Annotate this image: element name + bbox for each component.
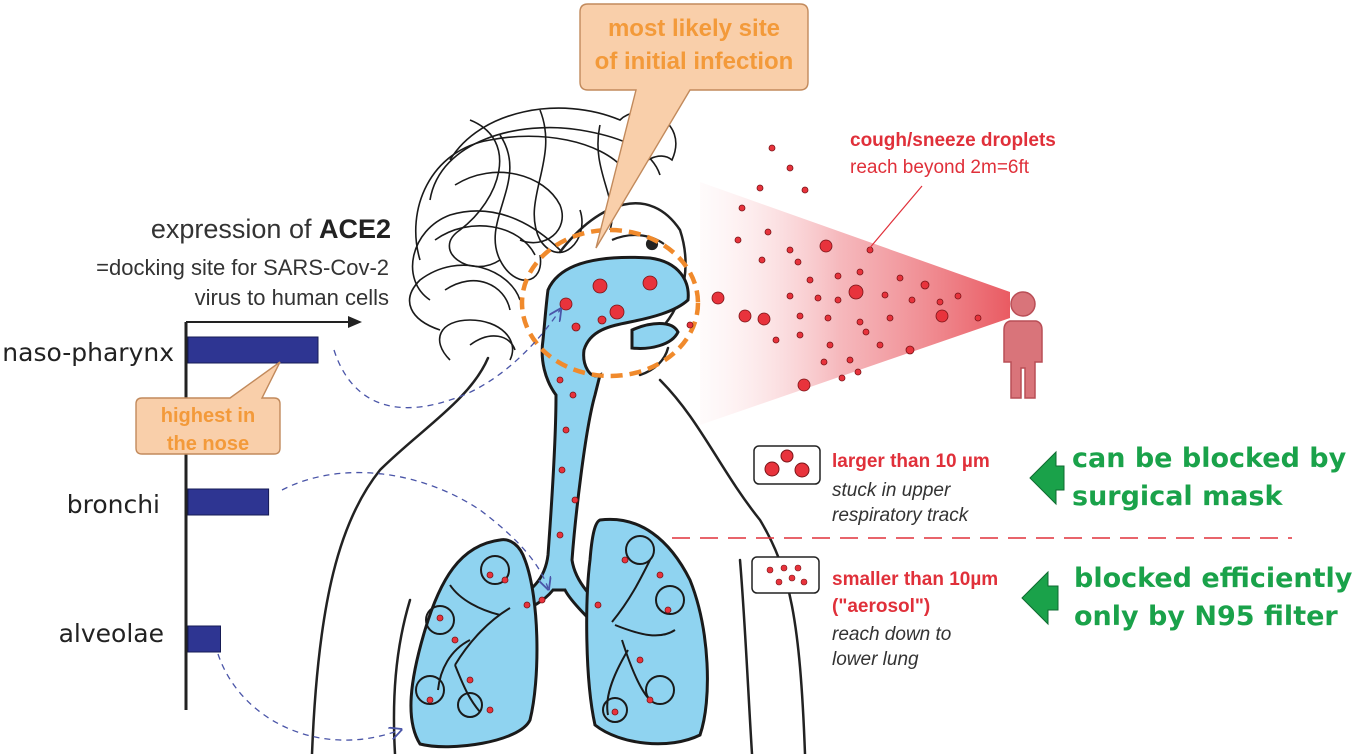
bar-naso-pharynx [187, 336, 319, 364]
ace2-heading: expression of ACE2 [151, 214, 391, 245]
hair-scribble [408, 107, 677, 361]
ace2-subtitle-1: =docking site for SARS-Cov-2 [96, 255, 389, 280]
bronchi-branches [415, 535, 685, 723]
surgical-mask-note: can be blocked by surgical mask [1072, 440, 1346, 516]
nose-callout-text: highest in the nose [136, 402, 280, 458]
chart-connectors [217, 310, 560, 741]
ace2-heading-bold: ACE2 [318, 214, 391, 244]
small-droplet-title-2: ("aerosol") [832, 596, 931, 617]
body-outline [310, 202, 807, 754]
small-droplet-desc: reach down to lower lung [832, 622, 951, 672]
droplet-spray-cone [700, 182, 1010, 425]
small-droplet-title: smaller than 10µm ("aerosol") [832, 566, 998, 620]
droplets [426, 144, 982, 716]
droplet-leader-line [867, 185, 923, 251]
bar-bronchi [187, 488, 270, 516]
infection-site-callout-text: most likely site of initial infection [580, 12, 808, 78]
diagram-illustration [135, 3, 1292, 754]
infection-site-line-1: most likely site [607, 15, 781, 42]
infection-site-ring [519, 227, 701, 379]
infection-site-line-2: of initial infection [594, 48, 794, 75]
label-naso-pharynx: naso-pharynx [2, 338, 174, 367]
chart-axis-arrow [348, 316, 362, 328]
diagram-canvas: expression of ACE2 =docking site for SAR… [2, 3, 1352, 754]
small-droplet-title-1: smaller than 10µm [832, 569, 999, 590]
large-droplet-desc-1: stuck in upper [832, 480, 951, 501]
small-droplet-desc-2: lower lung [832, 649, 919, 670]
n95-line-2: only by N95 filter [1074, 601, 1338, 632]
ace2-chart [184, 316, 362, 710]
label-bronchi: bronchi [66, 490, 160, 519]
small-droplet-box [751, 556, 820, 594]
small-droplet-desc-1: reach down to [832, 624, 952, 645]
n95-line-1: blocked efficiently [1074, 563, 1352, 594]
droplets-title: cough/sneeze droplets [850, 130, 1056, 151]
large-droplet-desc: stuck in upper respiratory track [832, 478, 968, 528]
nose-callout [135, 361, 281, 455]
ace2-subtitle-2: virus to human cells [194, 285, 389, 310]
surgical-mask-line-2: surgical mask [1072, 481, 1283, 512]
n95-arrow-icon [1021, 570, 1059, 626]
nose-callout-line-2: the nose [166, 433, 250, 455]
large-droplet-box [753, 445, 821, 485]
n95-note: blocked efficiently only by N95 filter [1074, 560, 1352, 636]
large-droplet-desc-2: respiratory track [832, 505, 969, 526]
infection-site-callout [579, 3, 809, 249]
droplets-subtitle: reach beyond 2m=6ft [850, 157, 1030, 178]
mask-arrow-icon [1029, 450, 1065, 506]
large-droplet-title: larger than 10 µm [832, 451, 990, 472]
nose-callout-line-1: highest in [160, 405, 256, 427]
surgical-mask-line-1: can be blocked by [1072, 443, 1347, 474]
ace2-heading-prefix: expression of [150, 214, 319, 244]
airway [502, 255, 690, 632]
person-figure-icon [1003, 291, 1043, 399]
bar-alveolae [187, 625, 221, 653]
label-alveolae: alveolae [58, 619, 164, 648]
